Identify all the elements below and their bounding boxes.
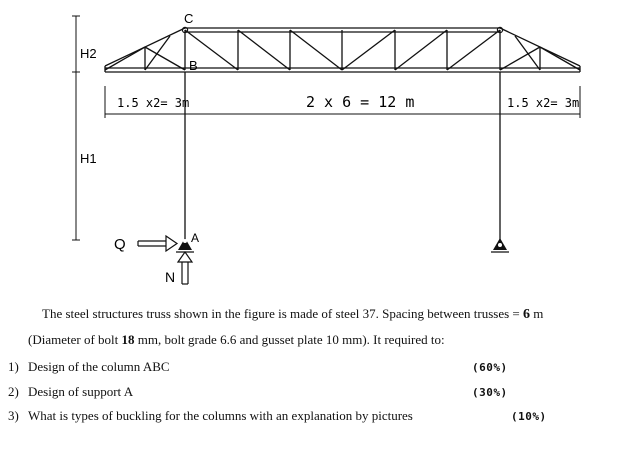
item-3-weight: (10%) [511, 410, 547, 423]
truss-diagram: C B A H2 H1 Q N 1.5 x2= 3m 2 x 6 = 12 m … [72, 11, 581, 285]
height-dimension [72, 15, 80, 241]
label-h1: H1 [80, 151, 97, 166]
item-text: Design of the column ABC [28, 359, 170, 374]
requirement-item-2: 2) Design of support A [8, 384, 133, 400]
label-h2: H2 [80, 46, 97, 61]
item-text: Design of support A [28, 384, 134, 399]
item-text: What is types of buckling for the column… [28, 408, 413, 423]
bolt-diameter-value: 18 [121, 332, 135, 347]
item-1-weight: (60%) [472, 361, 508, 374]
item-number: 2) [8, 384, 19, 399]
truss [104, 27, 581, 73]
truss-spacing-value: 6 [523, 307, 530, 322]
support-a [176, 238, 194, 253]
item-number: 3) [8, 408, 19, 423]
problem-statement-line2: (Diameter of bolt 18 mm, bolt grade 6.6 … [28, 332, 620, 348]
dim-right-cantilever: 1.5 x2= 3m [507, 96, 579, 110]
dim-main-span: 2 x 6 = 12 m [306, 93, 414, 111]
label-n: N [165, 269, 175, 285]
label-b: B [189, 58, 198, 73]
statement-text: (Diameter of bolt [28, 332, 122, 347]
joint-c-marker [181, 26, 189, 34]
span-dimension [104, 86, 581, 118]
label-a: A [191, 231, 199, 245]
item-2-weight: (30%) [472, 386, 508, 399]
requirement-item-3: 3) What is types of buckling for the colu… [8, 408, 413, 424]
statement-text: mm, bolt grade 6.6 and gusset plate 10 m… [134, 332, 445, 347]
problem-statement-line1: The steel structures truss shown in the … [42, 306, 632, 323]
support-right [491, 238, 509, 253]
label-c: C [184, 11, 193, 26]
statement-unit: m [530, 306, 544, 321]
dim-left-cantilever: 1.5 x2= 3m [117, 96, 189, 110]
reaction-n-arrow [176, 250, 194, 285]
item-number: 1) [8, 359, 19, 374]
label-q: Q [114, 236, 126, 253]
statement-text: The steel structures truss shown in the … [42, 306, 523, 321]
load-q-arrow [137, 234, 179, 253]
requirement-item-1: 1) Design of the column ABC [8, 359, 170, 375]
